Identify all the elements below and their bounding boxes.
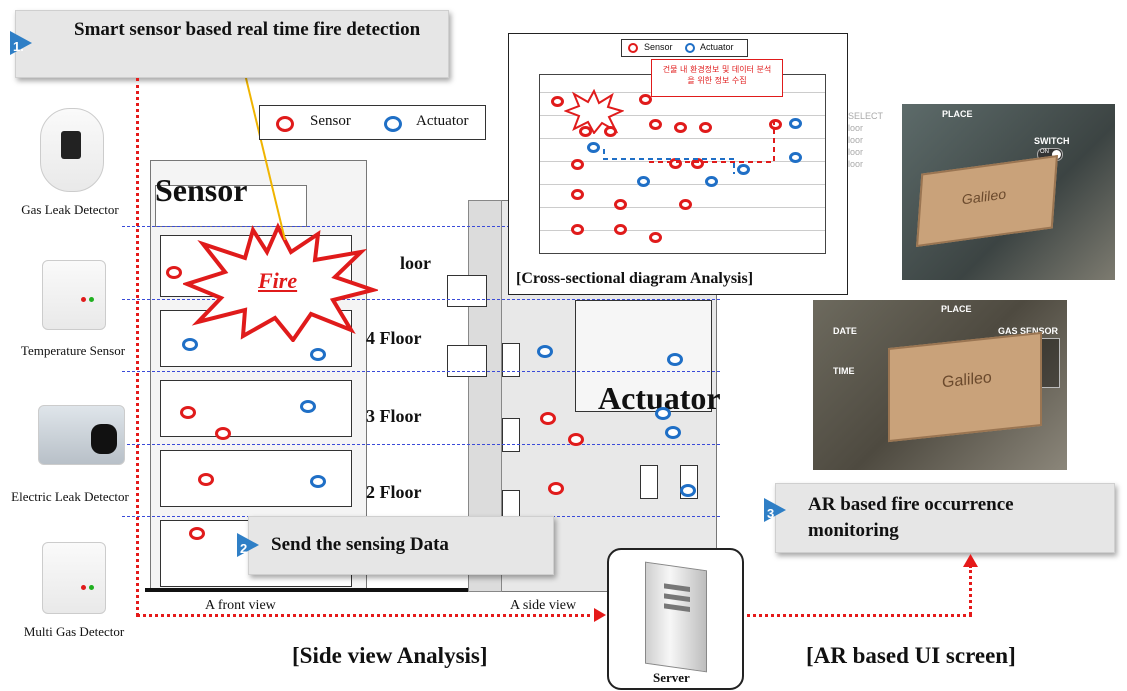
ar-bottom-date-label: DATE bbox=[833, 326, 857, 336]
floorplan-caption: [Cross-sectional diagram Analysis] bbox=[516, 270, 754, 287]
actuator-marker bbox=[665, 426, 681, 439]
floor-line bbox=[122, 371, 720, 372]
gas-leak-detector-label: Gas Leak Detector bbox=[21, 202, 119, 217]
side-view-caption: [Side view Analysis] bbox=[292, 643, 488, 668]
step-1-text: Smart sensor based real time fire detect… bbox=[74, 19, 421, 40]
actuator-marker bbox=[310, 348, 326, 361]
ar-screen-bottom: PLACE DATE TIME GAS SENSOR Galileo bbox=[813, 300, 1067, 470]
floor-label-5: loor bbox=[400, 253, 431, 273]
flow-arrow-to-server bbox=[594, 608, 606, 622]
actuator-marker bbox=[680, 484, 696, 497]
step-2-marker: 2 bbox=[237, 533, 259, 557]
floorplan-legend-sensor: Sensor bbox=[644, 42, 673, 52]
electric-leak-detector-label: Electric Leak Detector bbox=[11, 489, 129, 504]
step-3-marker: 3 bbox=[764, 498, 786, 522]
ar-screen-top: PLACE SWITCH ON Galileo bbox=[902, 104, 1115, 280]
sensor-marker bbox=[215, 427, 231, 440]
temperature-sensor-image bbox=[42, 260, 106, 330]
sensor-legend-label: Sensor bbox=[310, 113, 351, 129]
front-view-label: A front view bbox=[205, 598, 276, 613]
flow-line-up-to-ar bbox=[969, 565, 972, 615]
ar-bottom-time-label: TIME bbox=[833, 366, 855, 376]
floorplan-legend-actuator: Actuator bbox=[700, 42, 734, 52]
sensor-marker bbox=[540, 412, 556, 425]
floor-line bbox=[122, 226, 720, 227]
floor-label-3: 3 Floor bbox=[366, 406, 422, 426]
fire-burst bbox=[183, 222, 378, 342]
ar-select-ghost: SELECT loor loor loor loor bbox=[848, 111, 884, 169]
floorplan-note: 건물 내 환경정보 및 데이터 분석 을 위한 정보 수집 bbox=[651, 59, 783, 97]
sensor-legend-icon bbox=[276, 116, 294, 132]
multi-gas-detector-label: Multi Gas Detector bbox=[23, 624, 125, 639]
server-label: Server bbox=[653, 670, 690, 685]
sensor-marker bbox=[198, 473, 214, 486]
floor-line bbox=[122, 299, 720, 300]
floor-label-2: 2 Floor bbox=[366, 482, 422, 502]
fire-to-detection-arrow bbox=[239, 62, 286, 241]
front-view-roof bbox=[155, 185, 307, 227]
ar-bottom-galileo-box: Galileo bbox=[888, 331, 1042, 443]
step-1-marker: 1. bbox=[10, 31, 32, 55]
sensor-marker bbox=[166, 266, 182, 279]
flow-line-server-right bbox=[740, 614, 972, 617]
sensor-marker bbox=[180, 406, 196, 419]
actuator-marker bbox=[300, 400, 316, 413]
ar-top-galileo-box: Galileo bbox=[916, 155, 1058, 247]
temperature-sensor-label: Temperature Sensor bbox=[20, 343, 126, 358]
floorplan-panel: Sensor Actuator 건물 내 환경정보 및 데이터 분석 을 위한 … bbox=[508, 33, 848, 295]
actuator-marker bbox=[667, 353, 683, 366]
electric-leak-detector-image bbox=[38, 405, 125, 465]
step-3-callout: 3 AR based fire occurrence monitoring bbox=[764, 483, 1115, 553]
ar-ui-caption: [AR based UI screen] bbox=[806, 643, 1016, 668]
gas-leak-detector-image bbox=[40, 108, 104, 192]
server-icon bbox=[645, 561, 707, 673]
actuator-legend-label: Actuator bbox=[416, 113, 469, 129]
step-2-text: Send the sensing Data bbox=[271, 534, 449, 555]
floorplan-legend: Sensor Actuator bbox=[621, 39, 748, 57]
floorplan-fire-burst bbox=[564, 89, 624, 134]
floor-label-4: 4 Floor bbox=[366, 328, 422, 348]
ar-bottom-place-label: PLACE bbox=[941, 304, 972, 314]
floor-line bbox=[122, 444, 720, 445]
main-legend: Sensor Actuator bbox=[259, 105, 486, 140]
building-base-line bbox=[145, 588, 615, 592]
sensor-heading: Sensor bbox=[155, 172, 248, 208]
step-3-text: AR based fire occurrence monitoring bbox=[808, 494, 1014, 541]
actuator-marker bbox=[310, 475, 326, 488]
ar-top-switch-label: SWITCH bbox=[1034, 136, 1070, 146]
flow-line-bottom bbox=[136, 614, 598, 617]
ar-bottom-gas-sensor-label: GAS SENSOR bbox=[998, 326, 1059, 336]
fire-label: Fire bbox=[258, 268, 298, 293]
actuator-marker bbox=[182, 338, 198, 351]
floorplan-flow-paths bbox=[603, 119, 775, 174]
server-box: Server bbox=[607, 548, 744, 690]
ar-top-place-label: PLACE bbox=[942, 109, 973, 119]
flow-arrow-to-ar bbox=[963, 554, 978, 567]
side-view-label: A side view bbox=[510, 598, 577, 613]
sensor-marker bbox=[548, 482, 564, 495]
flow-line-left bbox=[136, 78, 139, 616]
sensor-marker bbox=[189, 527, 205, 540]
actuator-marker bbox=[655, 407, 671, 420]
multi-gas-detector-image bbox=[42, 542, 106, 614]
sensor-marker bbox=[568, 433, 584, 446]
actuator-legend-icon bbox=[384, 116, 402, 132]
step-2-callout: 2 Send the sensing Data bbox=[237, 516, 554, 575]
actuator-marker bbox=[537, 345, 553, 358]
step-1-callout: 1. Smart sensor based real time fire det… bbox=[10, 10, 449, 78]
